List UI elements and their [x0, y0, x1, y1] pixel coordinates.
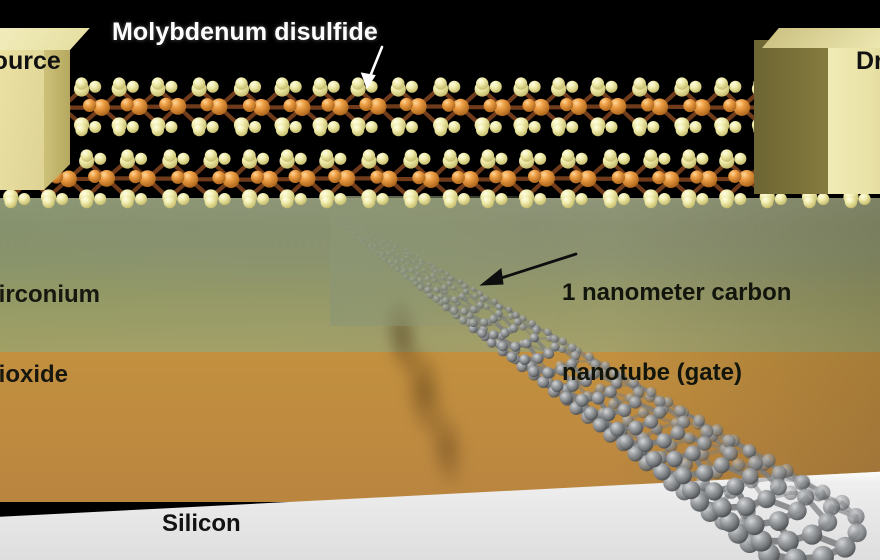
mos2-lattice-lower [3, 149, 880, 209]
mos2-lower-svg [3, 149, 880, 209]
zirconium-dioxide-label-line2: dioxide [0, 361, 69, 389]
mos2-lattice-upper [0, 77, 880, 137]
mos2-ribbon-upper [0, 76, 880, 138]
drain-electrode [754, 28, 880, 194]
molybdenum-disulfide-arrow [360, 45, 384, 90]
carbon-nanotube-arrow [479, 252, 578, 286]
drain-electrode-top-face [762, 28, 880, 48]
mos2-ribbon-lower [0, 148, 880, 210]
carbon-nanotube-label-line1: 1 nanometer carbon [562, 278, 792, 306]
molybdenum-disulfide-label: Molybdenum disulfide [112, 18, 378, 46]
zirconium-dioxide-label-line1: Zirconium [0, 280, 101, 308]
drain-label: Drain [856, 47, 880, 75]
mos2-upper-svg [0, 77, 880, 137]
carbon-nanotube-label-line2: nanotube (gate) [562, 359, 742, 387]
silicon-label: Silicon [162, 510, 241, 537]
drain-electrode-front-face [828, 30, 880, 194]
source-electrode [0, 28, 90, 190]
carbon-nanotube-label: 1 nanometer carbon nanotube (gate) [562, 226, 791, 441]
source-electrode-front-face [0, 42, 44, 190]
drain-electrode-side-face [754, 40, 828, 194]
source-label: Source [0, 47, 61, 75]
zirconium-dioxide-label: Zirconium dioxide [0, 228, 100, 443]
source-electrode-side-face [44, 28, 70, 190]
